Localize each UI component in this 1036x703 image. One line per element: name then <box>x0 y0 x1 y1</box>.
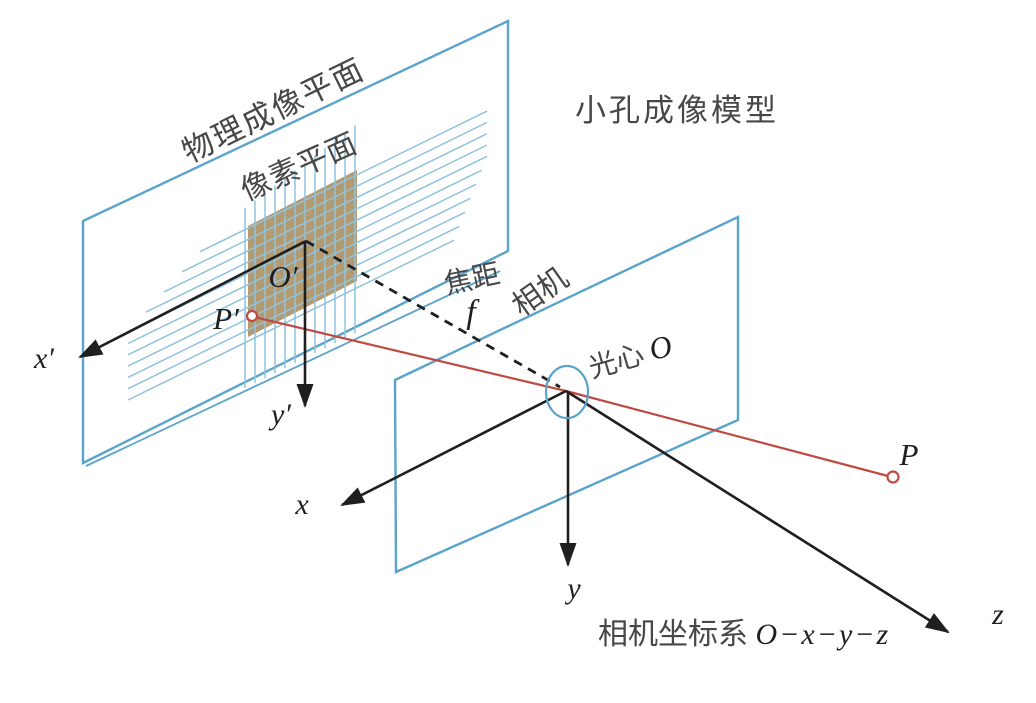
x-axis <box>340 389 567 507</box>
caption-symbols: O−x−y−z <box>756 618 891 651</box>
p-point-label: P <box>899 437 919 472</box>
z-axis <box>565 389 950 634</box>
point-p-marker <box>886 470 900 484</box>
y-axis-label: y <box>564 572 581 605</box>
x-prime-axis <box>78 239 307 359</box>
optical-center-symbol: O <box>645 328 676 368</box>
x-axis-label: x <box>294 488 309 521</box>
ray-center-to-p <box>565 389 889 478</box>
focal-length-dashed-line <box>305 239 561 389</box>
image-plane-axes <box>78 239 314 408</box>
optical-center-label: 光心 O <box>584 328 676 385</box>
camera-plane <box>393 215 740 574</box>
z-axis-label: z <box>991 598 1004 631</box>
imaging-plane-bottom-edge-line <box>85 270 501 467</box>
y-prime-axis-label: y′ <box>268 398 291 431</box>
point-p-prime-marker <box>245 309 259 323</box>
p-prime-label: P′ <box>212 301 240 336</box>
camera-coordinate-caption: 相机坐标系 O−x−y−z <box>598 618 890 651</box>
hatch-line <box>127 225 460 390</box>
projection-ray <box>253 315 889 478</box>
camera-axes <box>340 389 950 634</box>
focal-length-symbol: f <box>466 294 480 331</box>
hatch-line <box>127 239 455 401</box>
hatch-line <box>199 110 488 253</box>
camera-label: 相机 <box>507 261 575 322</box>
hatch-line <box>127 183 477 356</box>
physical-imaging-plane <box>81 19 510 465</box>
x-prime-axis-label: x′ <box>33 342 54 375</box>
hatch-line <box>127 211 466 379</box>
optical-center-circle <box>544 364 590 420</box>
diagram-title: 小孔成像模型 <box>575 93 779 128</box>
hatch-line <box>127 197 471 367</box>
hatch-line <box>145 144 488 313</box>
caption-cjk: 相机坐标系 <box>598 618 756 651</box>
optical-center-label-cjk: 光心 <box>585 339 648 385</box>
image-origin-label: O′ <box>268 259 298 294</box>
